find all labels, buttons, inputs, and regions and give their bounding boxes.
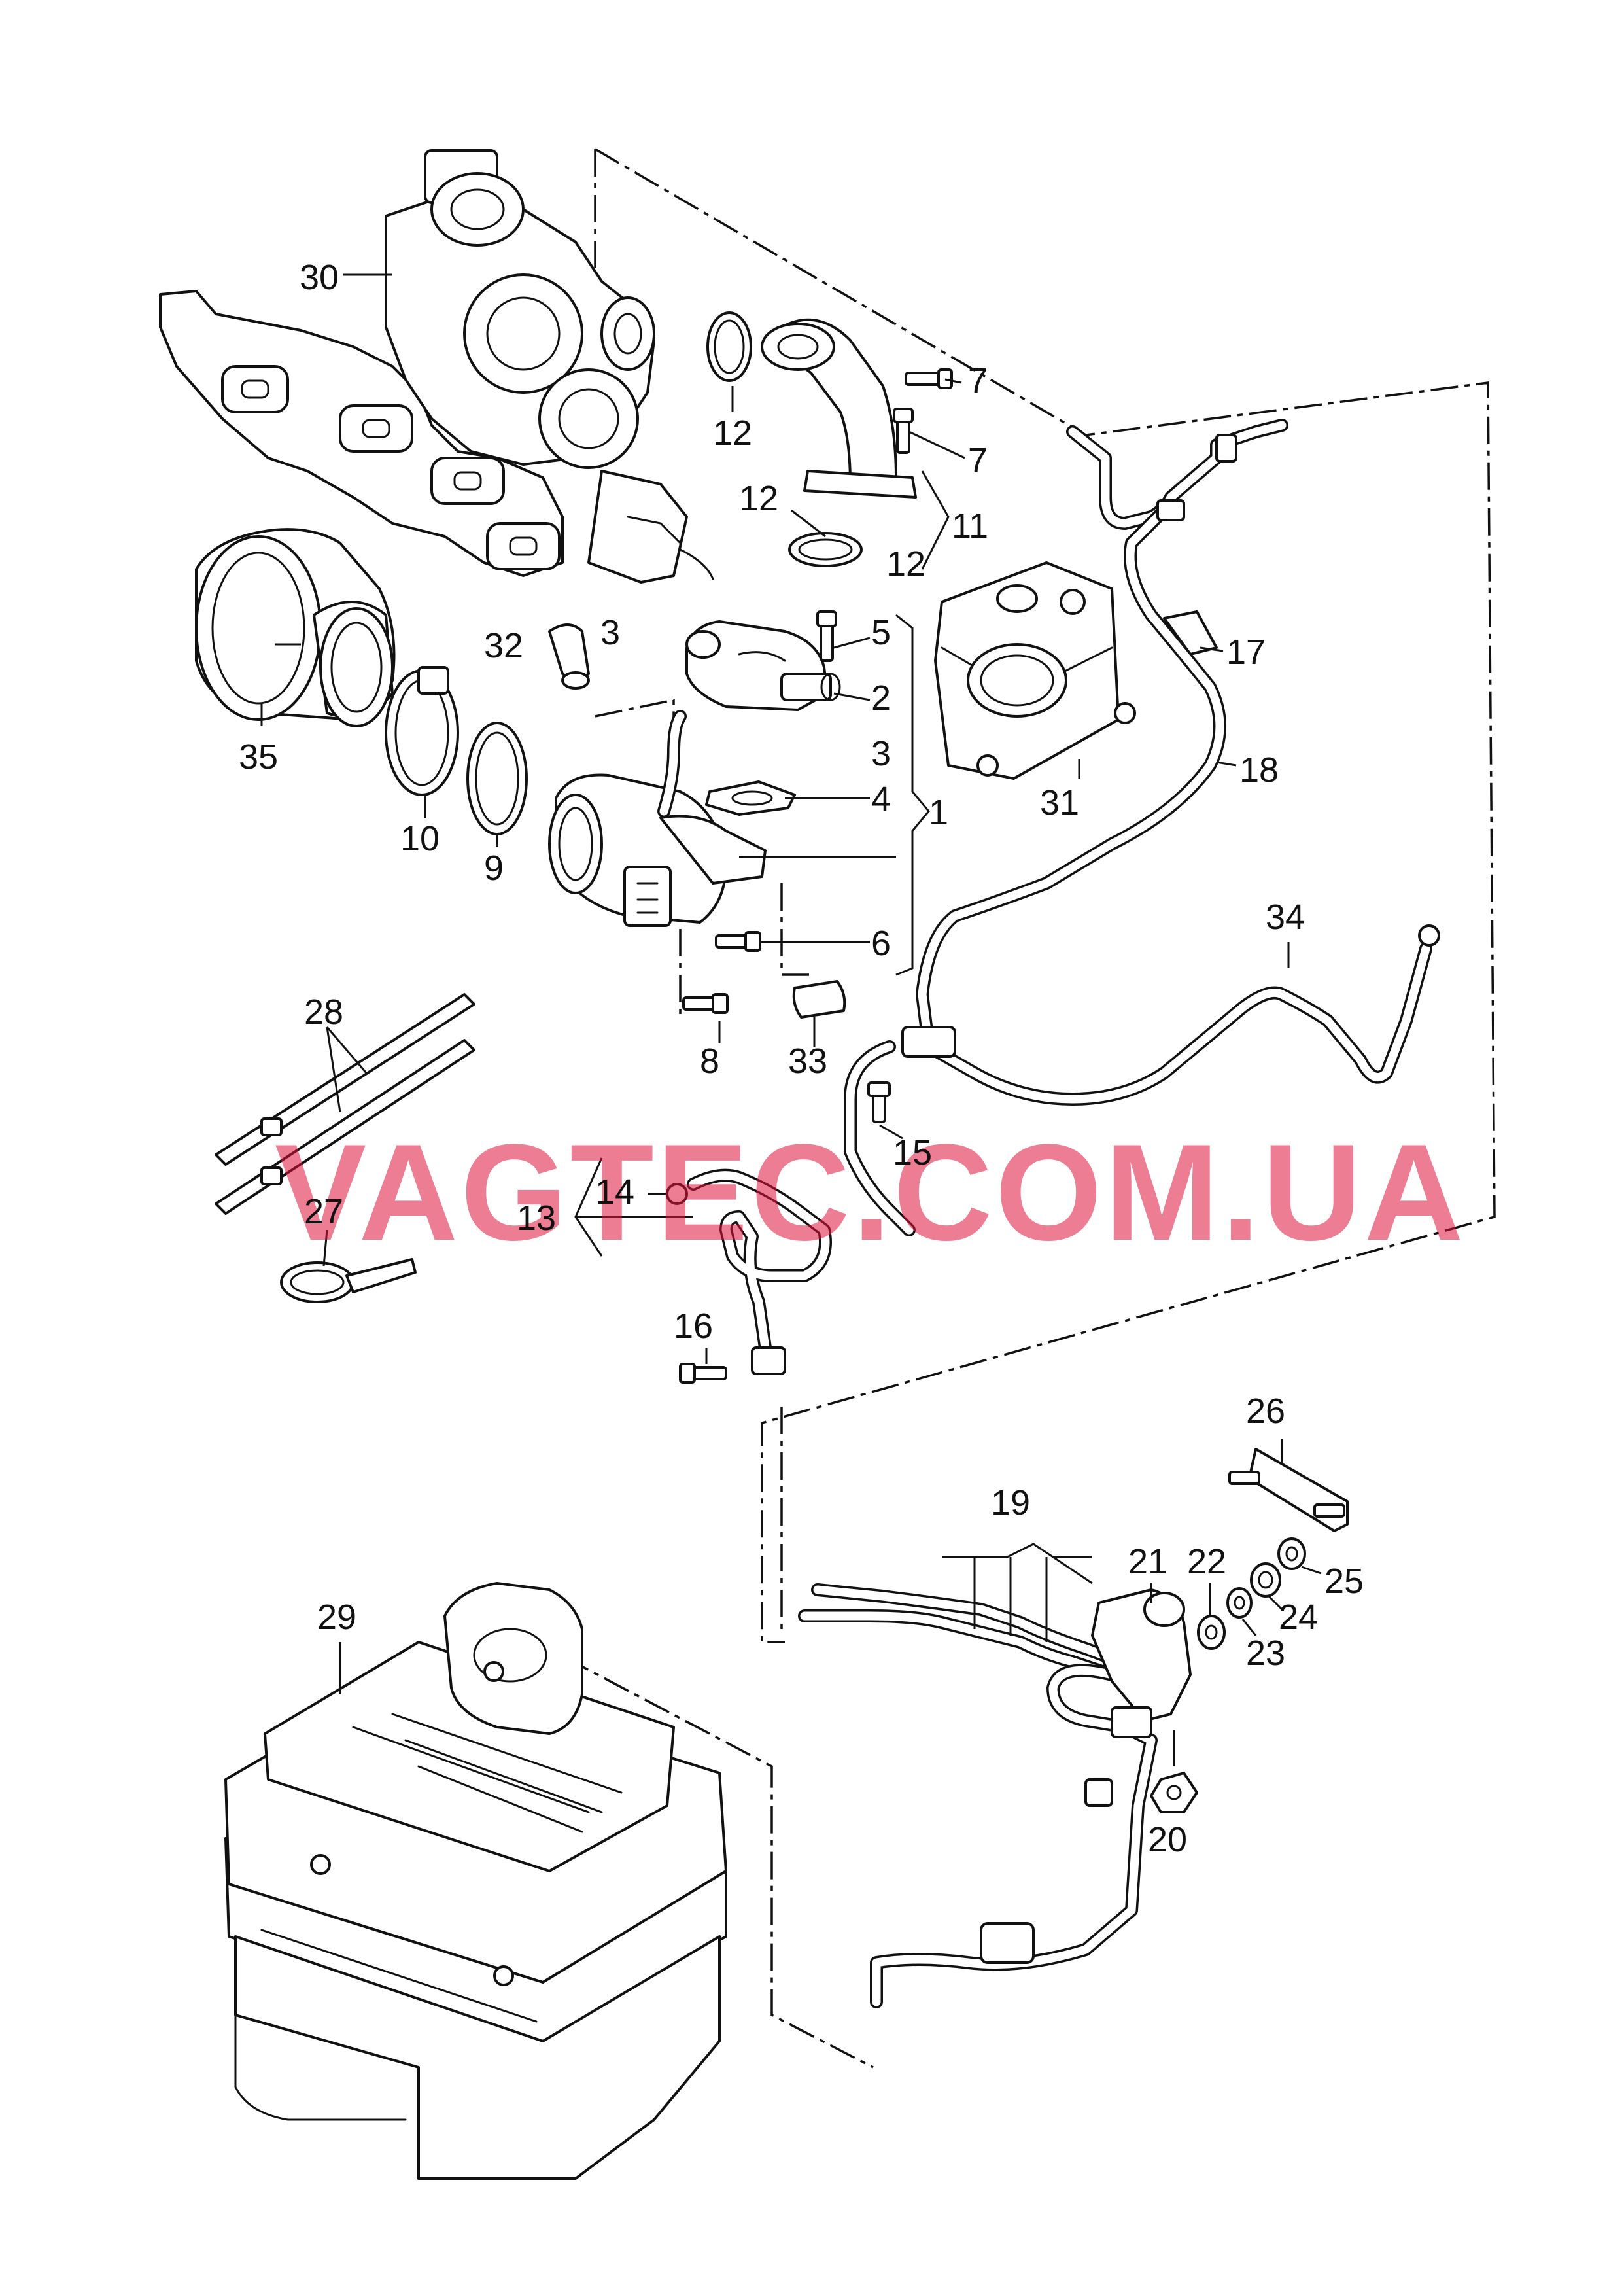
bolt-7b bbox=[893, 408, 914, 454]
charge-air-hose bbox=[195, 528, 396, 727]
callout-17: 17 bbox=[1226, 633, 1266, 672]
callout-8: 8 bbox=[700, 1042, 719, 1081]
nut-20 bbox=[1150, 1772, 1198, 1813]
vacuum-line-13 bbox=[687, 1168, 832, 1375]
nut-25 bbox=[1277, 1537, 1306, 1570]
callout-7b: 7 bbox=[968, 441, 988, 480]
callout-34: 34 bbox=[1266, 898, 1305, 937]
callout-25: 25 bbox=[1324, 1562, 1364, 1601]
vacuum-line-system bbox=[844, 419, 1440, 1236]
vacuum-line-19 bbox=[798, 1583, 1158, 2008]
callout-20: 20 bbox=[1148, 1820, 1187, 1859]
connecting-pipe bbox=[761, 318, 917, 499]
turbocharger-assembly bbox=[159, 149, 655, 577]
solenoid-valve bbox=[1091, 1588, 1192, 1738]
gasket-4 bbox=[705, 780, 796, 816]
callout-21: 21 bbox=[1128, 1542, 1167, 1581]
callout-14: 14 bbox=[595, 1172, 634, 1212]
callout-11: 11 bbox=[952, 506, 988, 546]
washer-23 bbox=[1226, 1587, 1253, 1619]
callout-12b: 12 bbox=[739, 479, 778, 518]
callout-15: 15 bbox=[893, 1133, 932, 1172]
watermark: VAGTEC.COM.UA bbox=[275, 1115, 1466, 1269]
callout-1: 1 bbox=[929, 793, 948, 832]
leader-lines bbox=[260, 273, 1322, 1766]
hose-sleeve-32 bbox=[548, 623, 590, 690]
o-ring-lower bbox=[788, 532, 863, 567]
callout-33: 33 bbox=[788, 1042, 827, 1081]
callout-12a: 12 bbox=[713, 413, 752, 453]
cable-ties bbox=[215, 993, 475, 1215]
callout-7a: 7 bbox=[968, 361, 988, 400]
bolt-16 bbox=[679, 1363, 727, 1384]
callout-4: 4 bbox=[871, 780, 891, 819]
hose-clamp bbox=[385, 666, 459, 796]
callout-3b: 3 bbox=[871, 734, 891, 773]
callout-3a: 3 bbox=[600, 613, 620, 652]
callout-5: 5 bbox=[871, 613, 891, 652]
throttle-valve-module bbox=[548, 710, 767, 927]
bolt-7a bbox=[905, 368, 953, 389]
callout-35: 35 bbox=[239, 737, 278, 777]
callout-24: 24 bbox=[1279, 1598, 1318, 1637]
callout-29: 29 bbox=[317, 1598, 356, 1637]
callout-32: 32 bbox=[484, 626, 523, 665]
callout-26: 26 bbox=[1246, 1392, 1285, 1431]
callout-31: 31 bbox=[1040, 783, 1079, 822]
egr-actuator bbox=[685, 620, 841, 711]
bushing-24 bbox=[1250, 1562, 1281, 1598]
bolt-8 bbox=[682, 993, 729, 1014]
callout-27: 27 bbox=[304, 1192, 343, 1231]
callout-30: 30 bbox=[300, 258, 339, 297]
callout-22: 22 bbox=[1187, 1542, 1226, 1581]
callout-18: 18 bbox=[1239, 750, 1279, 790]
callout-13: 13 bbox=[517, 1199, 556, 1238]
callout-12c: 12 bbox=[886, 544, 925, 584]
cylinder-head-cover bbox=[934, 561, 1136, 780]
callout-labels: 30 12 7 7 12 11 12 3 32 5 2 3 4 1 6 35 1… bbox=[239, 258, 1364, 1859]
air-filter-housing bbox=[224, 1582, 727, 2180]
rubber-bushing-22 bbox=[1197, 1615, 1226, 1650]
callout-10: 10 bbox=[400, 819, 440, 858]
bolt-15 bbox=[867, 1081, 891, 1123]
callout-19: 19 bbox=[991, 1483, 1030, 1522]
bolt-5 bbox=[816, 610, 837, 662]
heat-shield bbox=[587, 470, 714, 584]
bracket-26 bbox=[1228, 1448, 1349, 1532]
callout-2: 2 bbox=[871, 678, 891, 718]
bolt-6 bbox=[715, 931, 761, 952]
callout-23: 23 bbox=[1246, 1634, 1285, 1673]
callout-6: 6 bbox=[871, 924, 891, 963]
callout-28: 28 bbox=[304, 992, 343, 1032]
hose-sleeve-33 bbox=[792, 980, 846, 1019]
callout-9: 9 bbox=[484, 849, 504, 888]
callout-16: 16 bbox=[674, 1306, 713, 1346]
clamp-strap bbox=[280, 1258, 417, 1303]
